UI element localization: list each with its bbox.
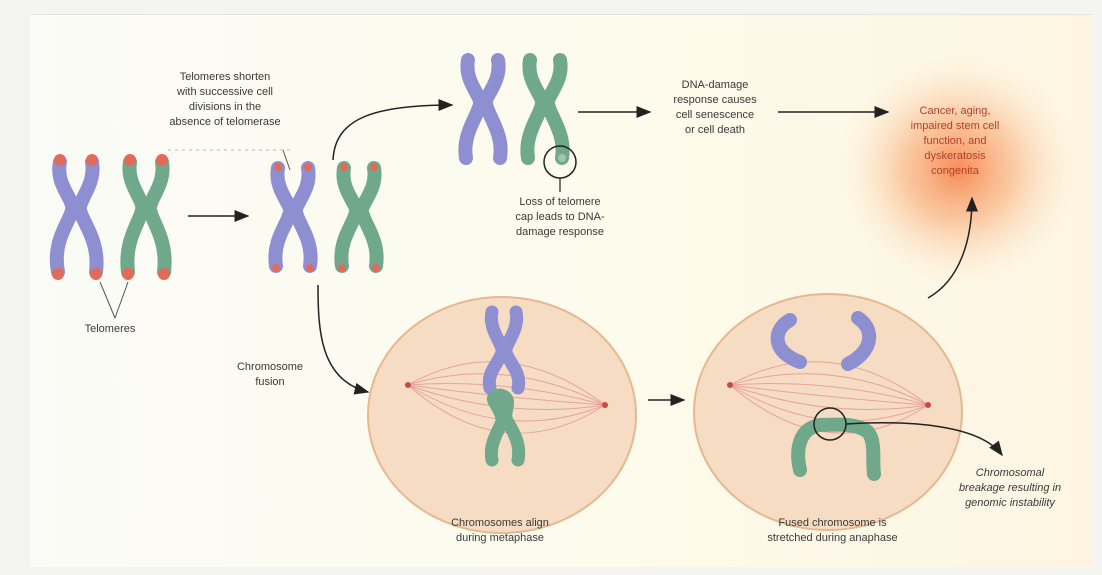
telomere-cap [158,268,170,280]
telomere-cap [52,268,64,280]
label-chromosome-fusion: Chromosome fusion [220,360,320,390]
centrosome [727,382,733,388]
centrosome [405,382,411,388]
telomere-pointer [100,282,128,318]
damage-site [558,154,566,162]
chromosome-purple-1 [52,154,102,280]
chromosome-green-1 [122,154,170,280]
telomere-cap [304,163,312,171]
telomere-cap [272,264,280,272]
metaphase-cell [368,297,636,533]
telomere-cap [274,163,282,171]
chromosome-purple-2 [272,163,314,272]
telomere-cap [370,163,378,171]
anaphase-cell [694,294,962,530]
telomere-cap [90,268,102,280]
arrow-to-fusion [318,285,368,392]
telomere-cap [86,154,98,166]
telomere-cap [338,264,346,272]
telomere-cap [340,163,348,171]
chromosome-pair-damaged [465,60,576,192]
telomere-cap [54,154,66,166]
telomere-cap [306,264,314,272]
telomere-cap [122,268,134,280]
label-telomeres: Telomeres [70,322,150,337]
label-fused-anaphase: Fused chromosome is stretched during ana… [745,516,920,546]
chromosome-pair-shortened [272,150,380,272]
telomere-cap [156,154,168,166]
chromosome-pair-initial [52,154,170,318]
chromosome-purple-3 [465,60,500,158]
telomere-cap [124,154,136,166]
arrow-to-damage [333,105,452,160]
label-dna-damage: DNA-damage response causes cell senescen… [650,78,780,138]
label-telomeres-shorten: Telomeres shorten with successive cell d… [155,70,295,130]
centrosome [925,402,931,408]
chromosome-green-2 [338,163,380,272]
telomere-cap [372,264,380,272]
centrosome [602,402,608,408]
label-breakage: Chromosomal breakage resulting in genomi… [945,466,1075,511]
label-align-metaphase: Chromosomes align during metaphase [420,516,580,546]
label-loss-of-telomere: Loss of telomere cap leads to DNA- damag… [495,195,625,240]
label-cancer: Cancer, aging, impaired stem cell functi… [895,104,1015,179]
